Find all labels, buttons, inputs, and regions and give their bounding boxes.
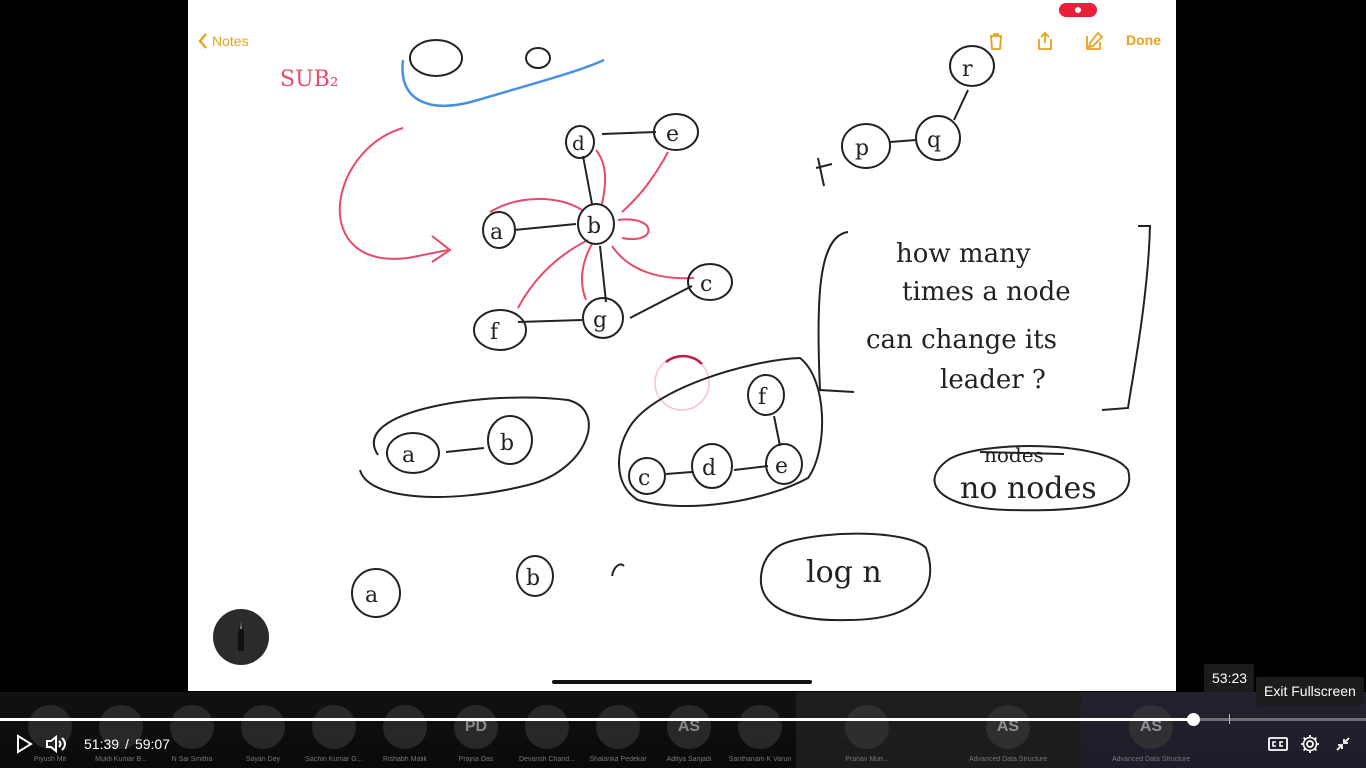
svg-text:f: f [490, 320, 500, 345]
settings-gear-icon[interactable] [1298, 732, 1322, 756]
participant-name: Mukti Kumar B... [95, 756, 147, 763]
participant-avatar: AS [986, 705, 1030, 749]
svg-text:g: g [593, 308, 607, 333]
participant-name: Sayan Dey [245, 756, 281, 763]
participant-avatar [170, 705, 214, 749]
svg-text:a: a [365, 583, 378, 608]
svg-text:a: a [402, 443, 415, 468]
participant-name: Shalanka Pedekar [589, 756, 647, 763]
participant-strip: Piyush Mit Mukti Kumar B... N Sai Smitha Sa… [0, 705, 1366, 768]
participant-name: Sachin Kumar G... [305, 756, 363, 763]
svg-text:c: c [638, 466, 650, 491]
participant-avatar [241, 705, 285, 749]
seek-time-tooltip: 53:23 [1204, 664, 1254, 692]
graph-node-e: e [653, 113, 699, 151]
participant-name: Devansh Chand... [518, 756, 576, 763]
participant-name: Rishabh Malik [383, 756, 427, 763]
participant-avatar: AS [1129, 705, 1173, 749]
svg-text:times a node: times a node [902, 277, 1071, 307]
svg-text:a: a [490, 220, 503, 245]
participant-name: Piyush Mit [33, 756, 67, 763]
svg-text:can change its: can change its [866, 325, 1057, 355]
graph-node-a: a [482, 211, 516, 249]
participant-name: Aditya Sanjadi [666, 756, 712, 763]
exit-fullscreen-tooltip: Exit Fullscreen [1256, 677, 1364, 705]
captions-icon[interactable] [1266, 732, 1290, 756]
graph-node-d: d [565, 125, 595, 159]
pen-tool-button[interactable] [213, 609, 269, 665]
graph-node-g: g [582, 297, 624, 339]
svg-text:log n: log n [806, 555, 882, 590]
participant-avatar: AS [667, 705, 711, 749]
svg-text:no nodes: no nodes [960, 471, 1097, 506]
participant-name: Prajna Das [458, 756, 494, 763]
svg-text:d: d [702, 456, 716, 481]
svg-text:r: r [962, 57, 973, 82]
participant-avatar [738, 705, 782, 749]
participant-avatar [525, 705, 569, 749]
progress-handle[interactable] [1187, 713, 1200, 726]
svg-text:e: e [775, 454, 788, 479]
handwritten-drawing: SUB₂ d e b [280, 39, 1152, 622]
time-separator: / [125, 736, 129, 752]
svg-text:b: b [587, 214, 601, 239]
svg-text:d: d [572, 131, 585, 155]
graph-node-b: b [577, 203, 615, 245]
svg-text:f: f [758, 385, 768, 410]
done-button[interactable]: Done [1126, 32, 1161, 48]
current-time: 51:39 [84, 736, 120, 752]
recording-indicator [1059, 3, 1097, 17]
participant-avatar [99, 705, 143, 749]
graph-node-c: c [687, 263, 733, 301]
home-indicator [552, 680, 812, 684]
participant-panel [796, 692, 1081, 768]
participant-avatar [845, 705, 889, 749]
participant-avatar [596, 705, 640, 749]
svg-text:how many: how many [896, 239, 1031, 269]
participant-name: Advanced Data Structures & Algorit... [1112, 756, 1190, 763]
participant-name: Pranav Mun... [845, 756, 889, 763]
trash-icon[interactable] [985, 30, 1007, 52]
participant-name: N Sai Smitha [171, 756, 213, 763]
svg-text:b: b [500, 431, 514, 456]
graph-node-f: f [473, 309, 527, 351]
duration: 59:07 [134, 736, 170, 752]
notes-back-label: Notes [212, 33, 249, 49]
compose-icon[interactable] [1083, 30, 1105, 52]
share-icon[interactable] [1034, 30, 1056, 52]
participant-name: Santhanam K Varun [728, 756, 792, 763]
time-display: 51:39 / 59:07 [84, 736, 170, 752]
chevron-left-icon [198, 33, 207, 49]
participant-avatar: PD [454, 705, 498, 749]
notes-canvas: Notes Done SUB₂ [188, 0, 1176, 691]
volume-icon[interactable] [44, 732, 68, 756]
svg-text:leader ?: leader ? [940, 365, 1046, 395]
svg-text:c: c [700, 272, 712, 297]
participant-name: Advanced Data Structures & Algorit... [969, 756, 1047, 763]
progress-fill [0, 718, 1193, 721]
participant-avatar [312, 705, 356, 749]
sub-label: SUB₂ [280, 67, 339, 92]
exit-fullscreen-icon[interactable] [1331, 732, 1355, 756]
participant-avatar [383, 705, 427, 749]
play-icon[interactable] [12, 732, 36, 756]
svg-text:q: q [927, 128, 941, 153]
svg-text:b: b [526, 566, 540, 591]
notes-back-button[interactable]: Notes [198, 31, 249, 51]
svg-text:e: e [666, 122, 679, 147]
pen-icon [238, 621, 244, 651]
svg-text:p: p [855, 136, 869, 161]
seek-hover-marker [1229, 714, 1230, 724]
